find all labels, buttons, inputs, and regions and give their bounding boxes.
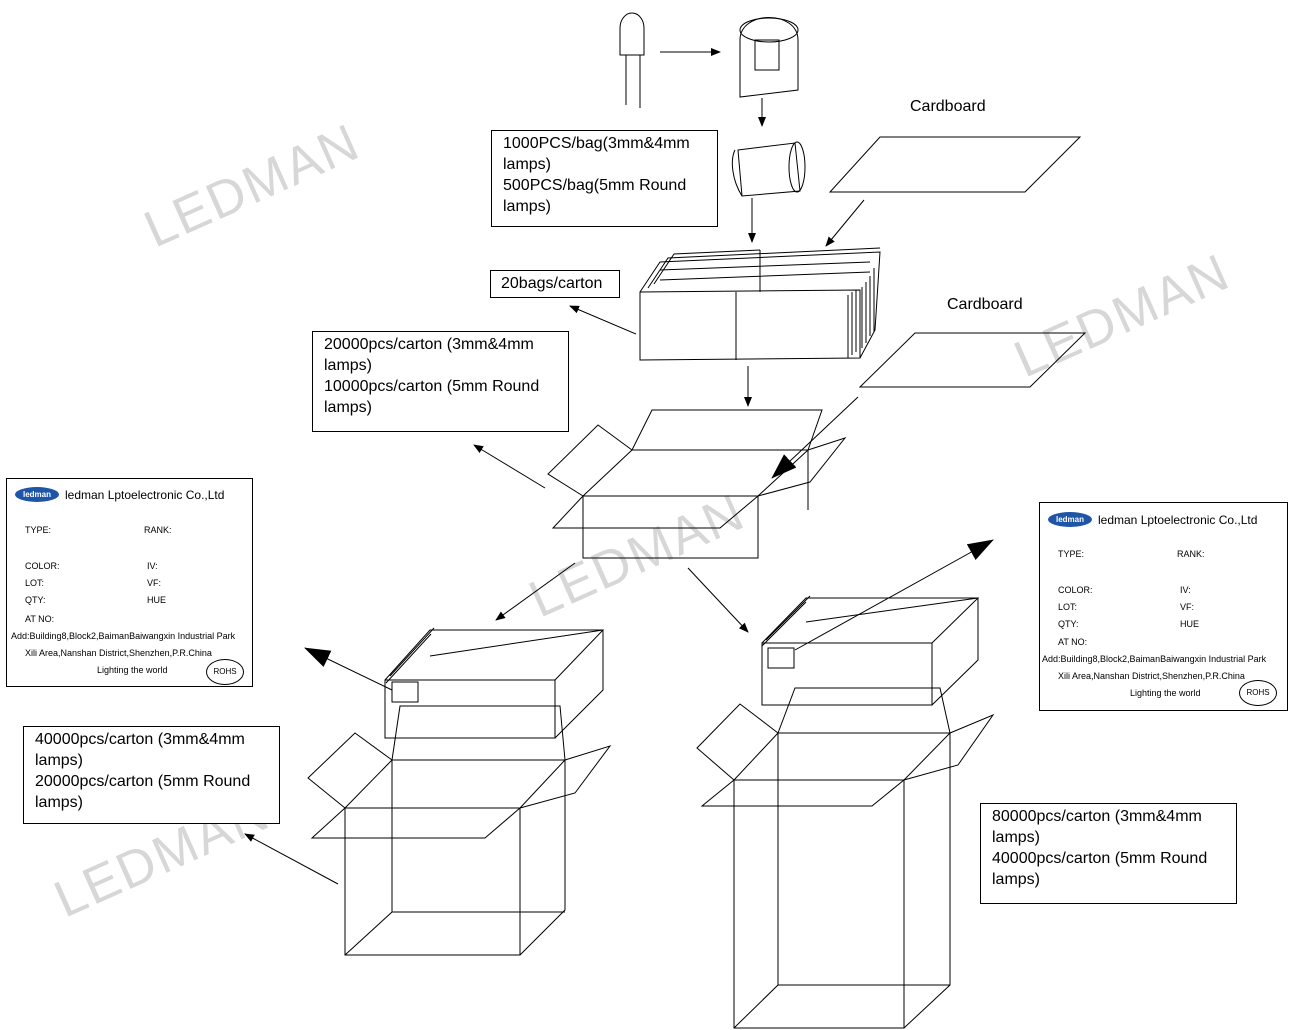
carton2-quantity-line: lamps)	[35, 752, 84, 769]
cardboard-sheet	[858, 332, 1087, 388]
led-lamp	[619, 12, 645, 108]
carton1-quantity-line: lamps)	[324, 357, 373, 374]
ledman-logo: ledman	[15, 487, 59, 502]
carton2-quantity-box: 40000pcs/carton (3mm&4mm lamps) 20000pcs…	[23, 726, 280, 824]
rank-field: RANK:	[1177, 549, 1205, 559]
carton3-quantity-box: 80000pcs/carton (3mm&4mm lamps) 40000pcs…	[980, 803, 1237, 904]
qty-field: QTY:	[25, 595, 46, 605]
ledman-logo: ledman	[1048, 512, 1092, 527]
carton3-quantity-line: lamps)	[992, 871, 1041, 888]
type-field: TYPE:	[1058, 549, 1085, 559]
iv-field: IV:	[1180, 585, 1191, 595]
rank-field: RANK:	[144, 525, 172, 535]
antistatic-bag	[739, 17, 799, 98]
shipping-label: ledman ledman Lptoelectronic Co.,Ltd TYP…	[1039, 502, 1288, 711]
bag-quantity-line: 1000PCS/bag(3mm&4mm	[503, 135, 690, 152]
master-carton	[696, 687, 995, 1029]
carton1-quantity-line: 10000pcs/carton (5mm Round	[324, 378, 540, 395]
carton2-quantity-line: lamps)	[35, 794, 84, 811]
shipping-label: ledman ledman Lptoelectronic Co.,Ltd TYP…	[6, 478, 253, 687]
rohs-badge: ROHS	[206, 659, 244, 685]
carton1-quantity-line: lamps)	[324, 399, 373, 416]
qty-field: QTY:	[1058, 619, 1079, 629]
cardboard-label: Cardboard	[947, 296, 1023, 313]
bag-quantity-line: lamps)	[503, 198, 552, 215]
color-field: COLOR:	[25, 561, 60, 571]
company-name: ledman Lptoelectronic Co.,Ltd	[65, 488, 225, 502]
bags-per-carton-label: 20bags/carton	[501, 275, 603, 292]
vf-field: VF:	[147, 578, 162, 588]
bags-per-carton-box: 20bags/carton	[490, 270, 620, 298]
company-name: ledman Lptoelectronic Co.,Ltd	[1098, 513, 1258, 527]
address-line: Xili Area,Nanshan District,Shenzhen,P.R.…	[25, 648, 212, 658]
hue-field: HUE	[1180, 619, 1200, 629]
at-no-field: AT NO:	[25, 614, 55, 624]
at-no-field: AT NO:	[1058, 637, 1088, 647]
address-line: Add:Building8,Block2,BaimanBaiwangxin In…	[11, 631, 236, 641]
closed-carton	[761, 595, 980, 706]
carton1-quantity-box: 20000pcs/carton (3mm&4mm lamps) 10000pcs…	[312, 331, 569, 432]
bag-quantity-line: lamps)	[503, 156, 552, 173]
carton2-quantity-line: 40000pcs/carton (3mm&4mm	[35, 731, 245, 748]
bag-stack	[639, 247, 881, 361]
rolled-bag	[731, 141, 806, 197]
carton3-quantity-line: 80000pcs/carton (3mm&4mm	[992, 808, 1202, 825]
rohs-badge: ROHS	[1239, 680, 1277, 706]
hue-field: HUE	[147, 595, 167, 605]
lot-field: LOT:	[25, 578, 45, 588]
color-field: COLOR:	[1058, 585, 1093, 595]
inner-carton	[547, 409, 847, 559]
carton2-quantity-line: 20000pcs/carton (5mm Round	[35, 773, 251, 790]
slogan: Lighting the world	[97, 665, 168, 675]
bag-quantity-box: 1000PCS/bag(3mm&4mm lamps) 500PCS/bag(5m…	[491, 130, 718, 227]
closed-carton	[384, 627, 605, 739]
vf-field: VF:	[1180, 602, 1195, 612]
iv-field: IV:	[147, 561, 158, 571]
address-line: Xili Area,Nanshan District,Shenzhen,P.R.…	[1058, 671, 1245, 681]
bag-quantity-line: 500PCS/bag(5mm Round	[503, 177, 687, 194]
slogan: Lighting the world	[1130, 688, 1201, 698]
master-carton	[307, 705, 612, 956]
carton3-quantity-line: 40000pcs/carton (5mm Round	[992, 850, 1208, 867]
cardboard-label: Cardboard	[910, 98, 986, 115]
carton1-quantity-line: 20000pcs/carton (3mm&4mm	[324, 336, 534, 353]
carton3-quantity-line: lamps)	[992, 829, 1041, 846]
type-field: TYPE:	[25, 525, 52, 535]
cardboard-sheet	[828, 136, 1082, 193]
address-line: Add:Building8,Block2,BaimanBaiwangxin In…	[1042, 654, 1267, 664]
lot-field: LOT:	[1058, 602, 1078, 612]
